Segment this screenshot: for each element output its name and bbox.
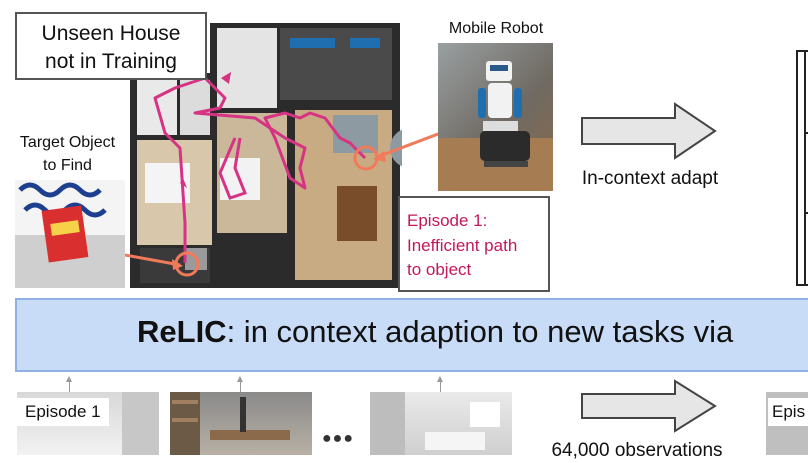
floor-plan (125, 18, 430, 292)
episode-n-frame: Epis (766, 392, 808, 455)
banner-bold: ReLIC (137, 314, 227, 349)
unseen-house-line1: Unseen House (41, 22, 181, 45)
frame-2 (170, 392, 312, 455)
ellipsis: ●●● (322, 430, 354, 447)
floor-plan-drawing (130, 23, 430, 288)
mobile-robot-label: Mobile Robot (448, 20, 544, 37)
in-context-arrow-icon (581, 102, 717, 160)
up-arrow-1 (66, 376, 72, 393)
unseen-house-line2: not in Training (45, 50, 177, 73)
banner-text: ReLIC: in context adaption to new tasks … (137, 314, 733, 350)
right-panel-edge (796, 50, 808, 286)
episode-n-label: Epis (768, 398, 808, 426)
episode1-label: Episode 1 (17, 398, 109, 426)
episode1-frame: Episode 1 (17, 392, 159, 455)
unseen-house-box: Unseen House not in Training (15, 12, 207, 80)
in-context-label: In-context adapt (581, 168, 719, 189)
target-object-line1: Target Object (19, 134, 116, 151)
episode1-note-box: Episode 1: Inefficient path to object (398, 196, 550, 292)
banner-rest: : in context adaption to new tasks via (226, 314, 734, 349)
observations-arrow-icon (581, 379, 717, 433)
up-arrow-3 (437, 376, 443, 393)
episode1-note-line3: to object (407, 260, 472, 279)
up-arrow-2 (237, 376, 243, 393)
episode1-note-line2: Inefficient path (407, 236, 518, 255)
target-object-image (15, 180, 125, 288)
target-object-line2: to Find (43, 157, 92, 174)
robot-image (438, 43, 553, 191)
observations-label: 64,000 observations (551, 440, 723, 461)
frame-3 (370, 392, 512, 455)
episode1-note-line1: Episode 1: (407, 211, 488, 230)
relic-banner: ReLIC: in context adaption to new tasks … (15, 298, 808, 372)
